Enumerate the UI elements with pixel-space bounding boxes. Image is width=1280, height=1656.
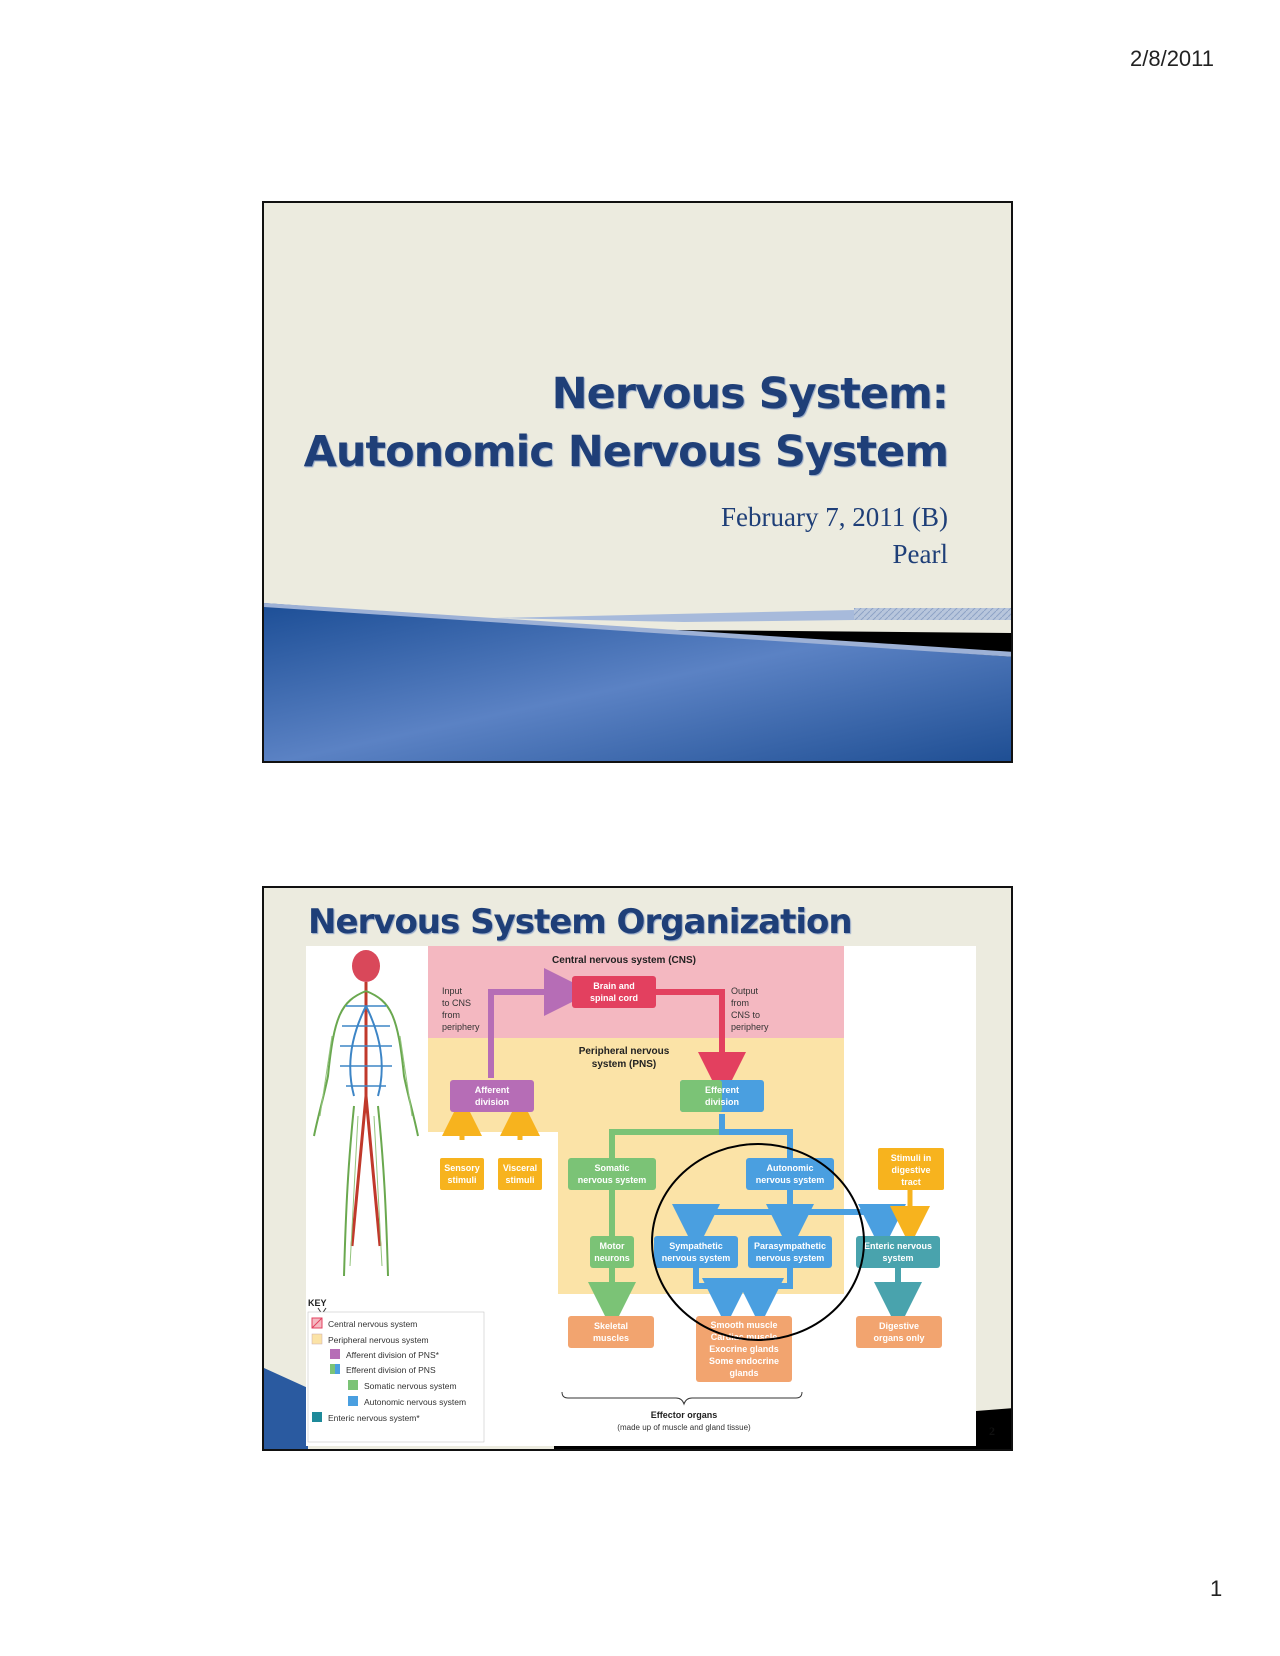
svg-text:from: from <box>731 998 749 1008</box>
svg-text:CNS to: CNS to <box>731 1010 760 1020</box>
effector-brace <box>561 1391 803 1406</box>
autonomic-nervous-system-box: Autonomic nervous system <box>746 1158 834 1190</box>
svg-text:spinal cord: spinal cord <box>590 993 638 1003</box>
svg-text:Stimuli in: Stimuli in <box>891 1153 932 1163</box>
svg-text:Somatic nervous system: Somatic nervous system <box>364 1381 457 1391</box>
skeletal-muscles-box: Skeletal muscles <box>568 1316 654 1348</box>
svg-text:Peripheral nervous system: Peripheral nervous system <box>328 1335 429 1345</box>
svg-text:Motor: Motor <box>600 1241 625 1251</box>
slide-2-number: 2 <box>989 1424 995 1438</box>
svg-text:nervous system: nervous system <box>756 1253 825 1263</box>
svg-text:Input: Input <box>442 986 463 996</box>
slide-2-title: Nervous System Organization <box>308 902 853 942</box>
svg-text:Some endocrine: Some endocrine <box>709 1356 779 1366</box>
pns-label-line2: system (PNS) <box>592 1059 656 1070</box>
motor-neurons-box: Motor neurons <box>590 1236 634 1268</box>
svg-text:nervous system: nervous system <box>578 1175 647 1185</box>
svg-text:Smooth muscle: Smooth muscle <box>710 1320 777 1330</box>
svg-text:division: division <box>475 1097 509 1107</box>
svg-text:Afferent division of PNS*: Afferent division of PNS* <box>346 1350 440 1360</box>
svg-text:Visceral: Visceral <box>503 1163 537 1173</box>
effector-organs-sublabel: (made up of muscle and gland tissue) <box>617 1423 751 1432</box>
svg-text:Efferent: Efferent <box>705 1085 739 1095</box>
somatic-nervous-system-box: Somatic nervous system <box>568 1158 656 1190</box>
svg-text:KEY: KEY <box>308 1298 327 1308</box>
svg-text:nervous system: nervous system <box>756 1175 825 1185</box>
svg-text:Central nervous system: Central nervous system <box>328 1319 417 1329</box>
cns-label: Central nervous system (CNS) <box>552 955 696 966</box>
sympathetic-nervous-system-box: Sympathetic nervous system <box>654 1236 738 1268</box>
svg-text:glands: glands <box>729 1368 758 1378</box>
svg-text:periphery: periphery <box>442 1022 480 1032</box>
stimuli-digestive-tract-box: Stimuli in digestive tract <box>878 1148 944 1190</box>
svg-text:from: from <box>442 1010 460 1020</box>
parasympathetic-nervous-system-box: Parasympathetic nervous system <box>748 1236 832 1268</box>
efferent-division-box: Efferent division <box>680 1080 764 1112</box>
svg-text:Sympathetic: Sympathetic <box>669 1241 723 1251</box>
page-date: 2/8/2011 <box>1130 46 1215 71</box>
svg-text:Skeletal: Skeletal <box>594 1321 628 1331</box>
svg-text:Enteric nervous: Enteric nervous <box>864 1241 932 1251</box>
svg-text:Autonomic nervous system: Autonomic nervous system <box>364 1397 466 1407</box>
brain-spinal-cord-box: Brain and spinal cord <box>572 976 656 1008</box>
svg-text:Efferent division of PNS: Efferent division of PNS <box>346 1365 436 1375</box>
svg-text:Cardiac muscle: Cardiac muscle <box>711 1332 778 1342</box>
pns-label-line1: Peripheral nervous <box>579 1046 670 1057</box>
diagram-key: KEY Central nervous system Peripheral ne… <box>307 1298 485 1443</box>
slide-1-banner <box>264 603 1011 761</box>
svg-text:Sensory: Sensory <box>444 1163 480 1173</box>
svg-text:Enteric nervous system*: Enteric nervous system* <box>328 1413 420 1423</box>
svg-text:muscles: muscles <box>593 1333 629 1343</box>
svg-text:to CNS: to CNS <box>442 998 471 1008</box>
sensory-stimuli-box: Sensory stimuli <box>440 1158 484 1190</box>
slide-1: Nervous System: Autonomic Nervous System… <box>262 201 1013 763</box>
svg-text:Parasympathetic: Parasympathetic <box>754 1241 826 1251</box>
svg-text:Somatic: Somatic <box>594 1163 629 1173</box>
enteric-nervous-system-box: Enteric nervous system <box>856 1236 940 1268</box>
effector-organs-label: Effector organs <box>651 1410 718 1420</box>
svg-text:stimuli: stimuli <box>447 1175 476 1185</box>
slide-1-author: Pearl <box>892 539 948 569</box>
slide-1-date: February 7, 2011 (B) <box>721 502 948 532</box>
svg-text:Afferent: Afferent <box>475 1085 510 1095</box>
svg-text:Autonomic: Autonomic <box>767 1163 814 1173</box>
svg-text:system: system <box>882 1253 913 1263</box>
nervous-system-organization-diagram: Central nervous system (CNS) Input to CN… <box>306 946 976 1446</box>
svg-text:Output: Output <box>731 986 759 996</box>
svg-text:nervous system: nervous system <box>662 1253 731 1263</box>
svg-text:digestive: digestive <box>891 1165 930 1175</box>
svg-text:division: division <box>705 1097 739 1107</box>
svg-text:Exocrine glands: Exocrine glands <box>709 1344 779 1354</box>
human-nervous-system-illustration <box>313 950 419 1277</box>
slide-1-title-line1: Nervous System: <box>551 369 949 419</box>
afferent-division-box: Afferent division <box>450 1080 534 1112</box>
svg-text:Brain and: Brain and <box>593 981 635 991</box>
autonomic-highlight-circle <box>651 1143 865 1341</box>
svg-text:tract: tract <box>901 1177 921 1187</box>
slide-2: Nervous System Organization Central nerv… <box>262 886 1013 1451</box>
svg-text:Digestive: Digestive <box>879 1321 919 1331</box>
smooth-muscle-box: Smooth muscle Cardiac muscle Exocrine gl… <box>696 1316 792 1382</box>
slide-1-title-line2: Autonomic Nervous System <box>303 427 949 477</box>
page-number: 1 <box>1210 1576 1223 1601</box>
svg-text:neurons: neurons <box>594 1253 630 1263</box>
svg-text:stimuli: stimuli <box>505 1175 534 1185</box>
svg-text:organs only: organs only <box>873 1333 924 1343</box>
digestive-organs-box: Digestive organs only <box>856 1316 942 1348</box>
visceral-stimuli-box: Visceral stimuli <box>498 1158 542 1190</box>
svg-text:periphery: periphery <box>731 1022 769 1032</box>
